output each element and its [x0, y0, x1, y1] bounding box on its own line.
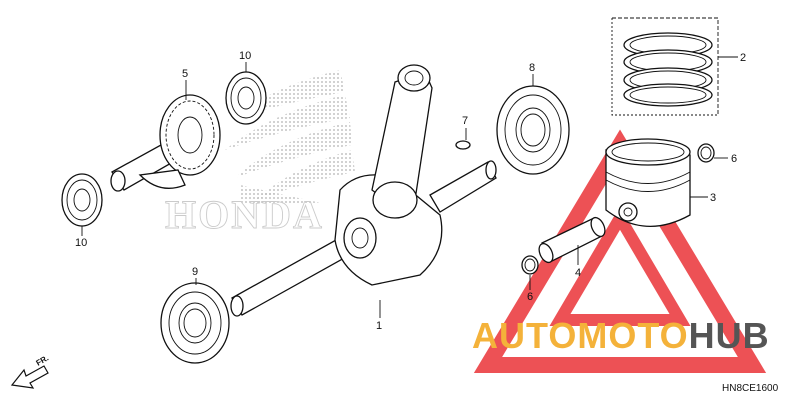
- callout-balancer-bearing-bottom: 10: [75, 237, 87, 249]
- callout-woodruff-key: 7: [462, 115, 468, 127]
- callout-bearing-left: 9: [192, 266, 198, 278]
- woodruff-key-part: [455, 140, 471, 150]
- brand-text-part2: HUB: [689, 315, 770, 356]
- callout-piston-rings: 2: [740, 52, 746, 64]
- callout-pin-clip-right: 6: [731, 153, 737, 165]
- piston-rings-part: [611, 17, 719, 116]
- callout-piston-pin: 4: [575, 267, 581, 279]
- front-direction-arrow-icon: FR.: [10, 353, 51, 389]
- crankshaft-part: [230, 64, 497, 317]
- brand-text-part1: AUTOMOTO: [472, 315, 689, 356]
- balancer-bearing-bottom-part: [61, 173, 103, 227]
- bearing-left-part: [160, 282, 230, 364]
- front-direction-label: FR.: [35, 353, 51, 367]
- callout-piston: 3: [710, 192, 716, 204]
- honda-watermark-text: HONDA: [165, 192, 324, 237]
- brand-text: AUTOMOTOHUB: [472, 315, 770, 356]
- pin-clip-right-part: [697, 143, 715, 163]
- leader-lines: [81, 56, 738, 318]
- balancer-shaft-part: [110, 94, 221, 192]
- bearing-right-part: [496, 85, 570, 175]
- balancer-bearing-top-part: [225, 71, 267, 125]
- callout-balancer-shaft: 5: [182, 68, 188, 80]
- callout-bearing-right: 8: [529, 62, 535, 74]
- callout-pin-clip-left: 6: [527, 291, 533, 303]
- piston-part: [605, 138, 691, 227]
- pin-clip-left-part: [521, 255, 539, 275]
- diagram-code: HN8CE1600: [722, 383, 779, 394]
- callout-crankshaft: 1: [376, 320, 382, 332]
- piston-pin-part: [538, 216, 606, 264]
- callout-balancer-bearing-top: 10: [239, 50, 251, 62]
